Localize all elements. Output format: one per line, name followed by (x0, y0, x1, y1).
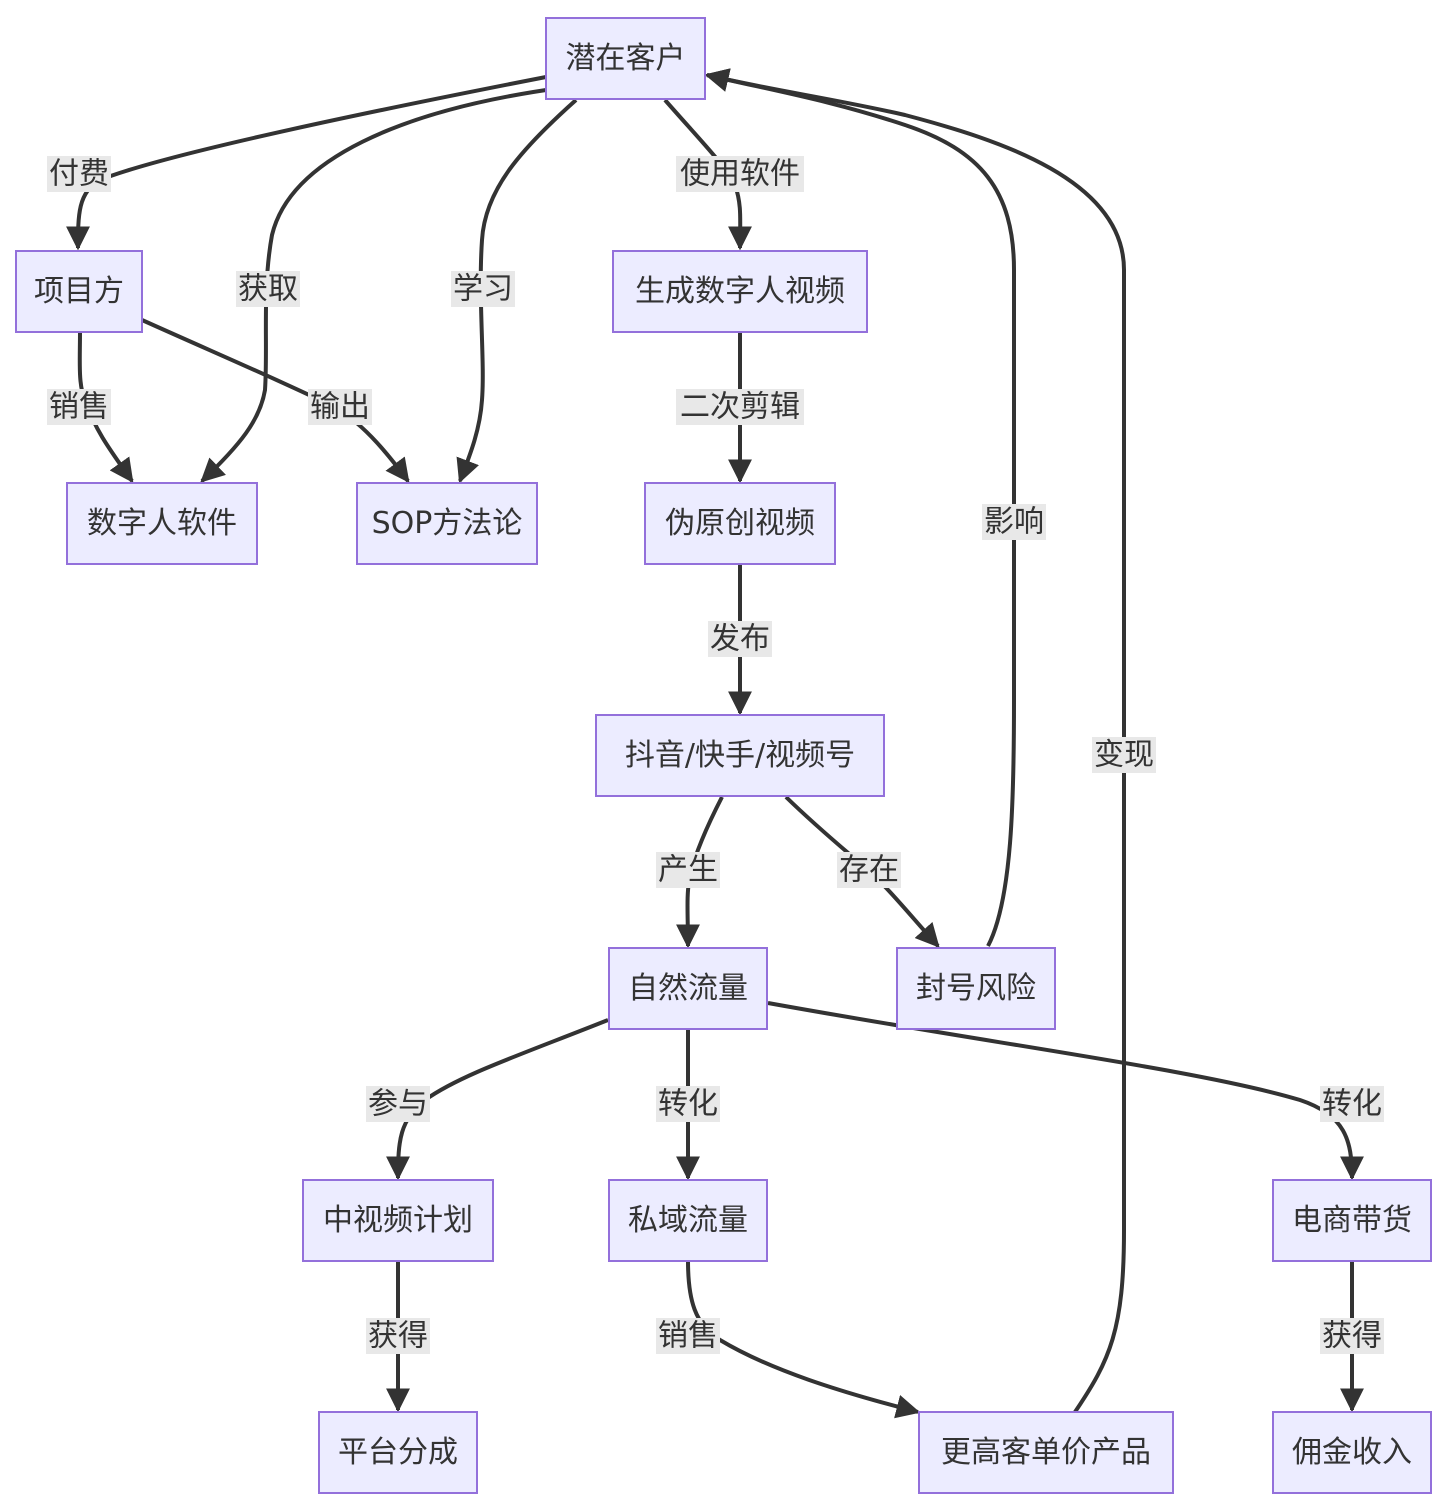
edge-obtain (200, 86, 561, 483)
svg-text:项目方: 项目方 (34, 274, 124, 309)
edge-label-use-software: 使用软件 (676, 156, 804, 192)
svg-text:平台分成: 平台分成 (338, 1435, 458, 1470)
edge-label-participate: 参与 (366, 1086, 430, 1122)
svg-text:封号风险: 封号风险 (916, 971, 1036, 1006)
node-platform-share: 平台分成 (318, 1411, 478, 1494)
svg-text:电商带货: 电商带货 (1292, 1203, 1412, 1238)
edge-label-pay: 付费 (47, 156, 111, 192)
edge-monetize (704, 68, 1126, 1414)
svg-text:数字人软件: 数字人软件 (87, 506, 237, 541)
svg-text:销售: 销售 (658, 1319, 718, 1354)
svg-text:转化: 转化 (658, 1087, 718, 1122)
node-natural-traffic: 自然流量 (608, 947, 768, 1030)
svg-text:发布: 发布 (710, 622, 770, 657)
edge-sell-2 (686, 1260, 921, 1419)
edge-label-gain-1: 获得 (366, 1318, 430, 1354)
svg-text:产生: 产生 (658, 853, 718, 888)
svg-text:生成数字人视频: 生成数字人视频 (635, 274, 845, 309)
edge-pay (66, 75, 547, 251)
edge-label-exist: 存在 (837, 852, 901, 888)
node-private-traffic: 私域流量 (608, 1179, 768, 1262)
svg-text:使用软件: 使用软件 (680, 157, 800, 192)
svg-text:抖音/快手/视频号: 抖音/快手/视频号 (625, 738, 855, 773)
edge-participate (386, 1018, 609, 1181)
edge-label-convert-2: 转化 (1320, 1086, 1384, 1122)
svg-text:中视频计划: 中视频计划 (323, 1203, 473, 1238)
node-project-party: 项目方 (15, 250, 143, 333)
edge-label-sell-1: 销售 (47, 389, 111, 425)
edge-label-gain-2: 获得 (1320, 1318, 1384, 1354)
svg-text:SOP方法论: SOP方法论 (372, 506, 523, 541)
svg-text:二次剪辑: 二次剪辑 (680, 390, 800, 425)
edge-label-influence: 影响 (982, 504, 1046, 540)
edge-label-convert-1: 转化 (656, 1086, 720, 1122)
node-pseudo-original-video: 伪原创视频 (644, 482, 836, 565)
node-ecommerce: 电商带货 (1272, 1179, 1432, 1262)
node-potential-customer: 潜在客户 (545, 17, 706, 100)
svg-text:付费: 付费 (49, 157, 109, 192)
edge-label-secondary-edit: 二次剪辑 (676, 389, 804, 425)
svg-text:私域流量: 私域流量 (628, 1203, 748, 1238)
svg-text:学习: 学习 (453, 272, 513, 307)
node-sop-methodology: SOP方法论 (356, 482, 538, 565)
svg-text:自然流量: 自然流量 (628, 971, 748, 1006)
edge-label-sell-2: 销售 (656, 1318, 720, 1354)
svg-text:获取: 获取 (238, 272, 298, 307)
svg-text:影响: 影响 (984, 505, 1044, 540)
svg-text:销售: 销售 (49, 390, 109, 425)
svg-text:获得: 获得 (368, 1319, 428, 1354)
node-ban-risk: 封号风险 (896, 947, 1056, 1030)
node-digital-human-software: 数字人软件 (66, 482, 258, 565)
node-generate-dh-video: 生成数字人视频 (612, 250, 868, 333)
svg-text:输出: 输出 (310, 390, 370, 425)
svg-text:伪原创视频: 伪原创视频 (665, 506, 815, 541)
edge-influence (704, 68, 1016, 947)
svg-text:存在: 存在 (839, 853, 899, 888)
edge-label-obtain: 获取 (236, 271, 300, 307)
edge-label-publish: 发布 (708, 621, 772, 657)
svg-text:转化: 转化 (1322, 1087, 1382, 1122)
edge-label-produce: 产生 (656, 852, 720, 888)
edge-label-monetize: 变现 (1092, 737, 1156, 773)
svg-text:参与: 参与 (368, 1087, 428, 1122)
edge-label-learn: 学习 (451, 271, 515, 307)
node-commission-income: 佣金收入 (1272, 1411, 1432, 1494)
nodes: 潜在客户 项目方 生成数字人视频 数字人软件 SOP方法论 伪原创视频 抖音/快… (15, 17, 1432, 1494)
node-platforms: 抖音/快手/视频号 (595, 714, 885, 797)
svg-text:更高客单价产品: 更高客单价产品 (941, 1435, 1151, 1470)
edge-labels: 付费 获取 学习 使用软件 销售 输出 二次剪辑 发布 (47, 156, 1384, 1354)
svg-text:潜在客户: 潜在客户 (566, 41, 686, 76)
svg-text:佣金收入: 佣金收入 (1292, 1435, 1412, 1470)
svg-text:获得: 获得 (1322, 1319, 1382, 1354)
node-higher-price-product: 更高客单价产品 (918, 1411, 1174, 1494)
edge-convert-2 (767, 1001, 1364, 1181)
edge-label-output: 输出 (308, 389, 372, 425)
node-mid-video-plan: 中视频计划 (302, 1179, 494, 1262)
svg-text:变现: 变现 (1094, 738, 1154, 773)
